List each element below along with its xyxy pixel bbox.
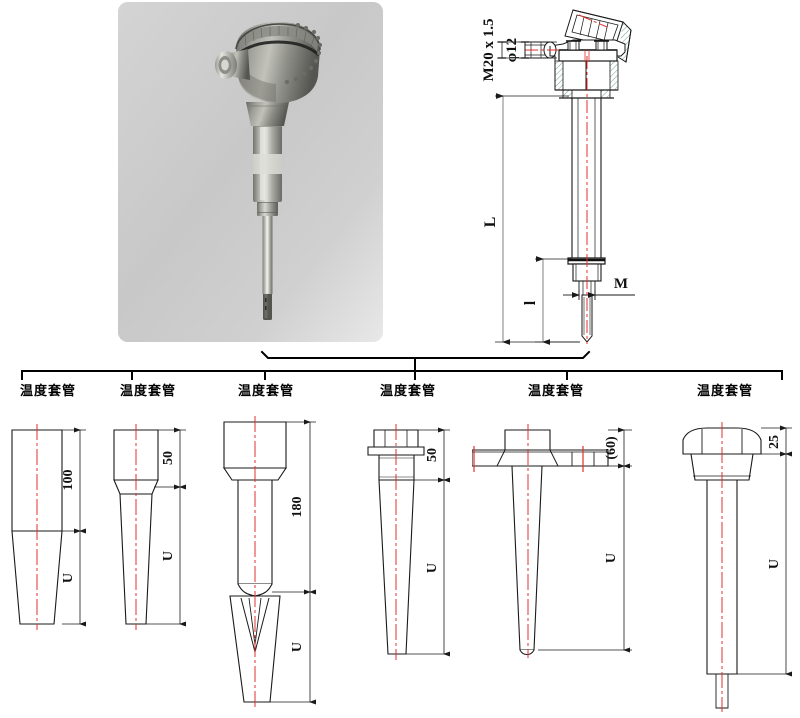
- dim-label-m20: M20 x 1.5: [481, 19, 497, 82]
- thermowell-dim-top-1: 100: [61, 470, 76, 491]
- dim-insertion-length: [535, 256, 580, 345]
- thermowell-variants-row: 温度套管: [0, 380, 800, 718]
- dim-label-M: M: [614, 276, 628, 292]
- thermowell-dim-bottom-2: U: [161, 551, 176, 561]
- thermowell-figure-6: 25 U: [650, 402, 800, 718]
- centerline-solid: [584, 50, 590, 62]
- connection-head: [235, 22, 323, 103]
- thermowell-dim-top-5: (60): [604, 436, 619, 460]
- thermowell-dim-bottom-4: U: [425, 563, 440, 573]
- thermowell-figure-5: (60) U: [472, 402, 640, 718]
- thermowell-label-2: 温度套管: [119, 384, 176, 399]
- head-section: [524, 9, 632, 99]
- dim-lines: [268, 419, 316, 705]
- dim-lines: [538, 427, 632, 653]
- thermowell-variant-1[interactable]: 温度套管: [0, 380, 98, 718]
- thermowell-label-4: 温度套管: [379, 384, 436, 399]
- cable-gland: [215, 49, 250, 80]
- assembly-cross-section-drawing: M20 x 1.5 φ12 L l: [455, 0, 685, 350]
- thermowell-figure-1: 100 U: [0, 402, 98, 718]
- centerline: [525, 14, 608, 344]
- dim-diameter-12: [519, 41, 557, 59]
- thermowell-variant-2[interactable]: 温度套管 50: [96, 380, 200, 718]
- dim-lines: [62, 427, 86, 627]
- thermowell-figure-4: 50 U: [352, 402, 464, 718]
- thermowell-variant-6[interactable]: 温度套管: [650, 380, 800, 718]
- dim-tip-thread: [563, 290, 635, 300]
- thermowell-dim-bottom-1: U: [61, 573, 76, 583]
- product-photo-panel: [118, 2, 383, 342]
- thermowell-dim-bottom-5: U: [604, 553, 619, 563]
- thermowell-dim-bottom-3: U: [290, 642, 305, 652]
- bolt-centerline: [473, 446, 584, 472]
- dim-label-l: l: [522, 300, 539, 305]
- thermowell-label-5: 温度套管: [527, 384, 584, 399]
- thermowell-figure-3: 180 U: [200, 402, 332, 718]
- thermowell-variant-5[interactable]: 温度套管: [472, 380, 640, 718]
- thermowell-variant-3[interactable]: 温度套管: [200, 380, 332, 718]
- thermowell-dim-top-4: 50: [425, 448, 440, 462]
- thermowell-label-6: 温度套管: [696, 384, 753, 399]
- thermowell-variant-4[interactable]: 温度套管: [352, 380, 464, 718]
- thermowell-dim-bottom-6: U: [767, 559, 782, 569]
- thermowell-figure-2: 50 U: [96, 402, 200, 718]
- dim-lines: [737, 425, 792, 677]
- thermowell-label-3: 温度套管: [237, 384, 294, 399]
- thermowell-label-1: 温度套管: [19, 384, 76, 399]
- probe-union: [257, 200, 278, 216]
- thermowell-dim-top-2: 50: [161, 451, 176, 465]
- head-neck: [246, 102, 289, 126]
- grouping-bracket: [0, 344, 800, 380]
- thermowell-dim-top-3: 180: [290, 497, 305, 518]
- stem-tube: [571, 98, 602, 258]
- dim-label-phi12: φ12: [504, 38, 520, 62]
- dim-lines: [406, 427, 450, 657]
- extension-tube: [253, 124, 282, 202]
- dim-lines: [146, 427, 186, 627]
- thermowell-dim-top-6: 25: [767, 435, 782, 449]
- probe-shaft: [262, 214, 273, 294]
- probe-tip: [263, 292, 272, 320]
- dim-label-L: L: [482, 217, 499, 228]
